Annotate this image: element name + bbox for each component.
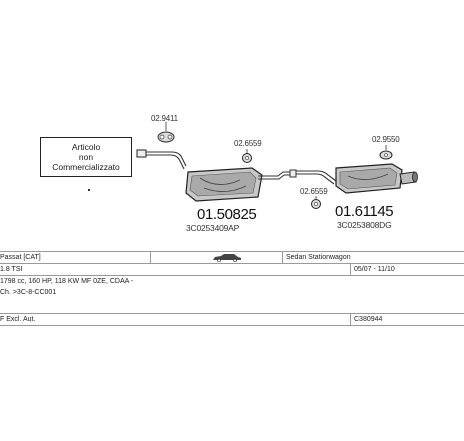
body-type-cell: Sedan Stationwagon (286, 254, 351, 261)
table-row-chassis: Ch. >3C-8-CC001 (0, 287, 464, 299)
hanger-mid-icon[interactable] (242, 149, 252, 163)
divider (282, 252, 283, 264)
hanger-front-label: 02.9411 (151, 114, 178, 123)
table-row-specs: 1798 cc, 160 HP, 118 KW MF 0ZE, CDAA - (0, 275, 464, 288)
exhaust-system-diagram (136, 122, 418, 209)
reference-cell: C380944 (354, 316, 383, 323)
hanger-mid-label: 02.6559 (234, 139, 262, 148)
notice-line-3: Commercializzato (52, 162, 120, 172)
vehicle-icon (212, 253, 242, 266)
table-bottom-rule (0, 325, 464, 326)
part1-code: 01.50825 (197, 206, 257, 223)
middle-muffler-icon[interactable] (185, 167, 297, 202)
date-range-cell: 05/07 - 11/10 (354, 266, 395, 273)
hanger-front-icon[interactable] (157, 122, 175, 143)
not-commercialized-notice: Articolo non Commercializzato (40, 137, 132, 177)
note-cell: F Excl. Aut. (0, 316, 36, 323)
notice-line-2: non (78, 152, 94, 162)
engine-cell: 1.8 TSI (0, 266, 23, 273)
front-pipe (136, 149, 187, 170)
rear-pipe (296, 170, 337, 185)
hanger-rear-label: 02.9550 (372, 135, 400, 144)
chassis-cell: Ch. >3C-8-CC001 (0, 289, 57, 296)
specs-cell: 1798 cc, 160 HP, 118 KW MF 0ZE, CDAA - (0, 278, 134, 285)
hanger-mid2-label: 02.6559 (300, 187, 328, 196)
hanger-mid2-icon[interactable] (311, 196, 321, 209)
table-row-model: Passat [CAT] Sedan Stationwagon (0, 251, 464, 264)
divider (150, 252, 151, 264)
table-row-note: F Excl. Aut. C380944 (0, 313, 464, 326)
part2-oe-number: 3C0253808DG (337, 220, 392, 230)
dot-marker (88, 189, 90, 191)
divider (350, 264, 351, 276)
rear-muffler-icon[interactable] (335, 163, 418, 194)
hanger-rear-icon[interactable] (379, 145, 393, 160)
table-row-engine: 1.8 TSI 05/07 - 11/10 (0, 263, 464, 276)
part2-code: 01.61145 (335, 203, 394, 220)
model-cell: Passat [CAT] (0, 254, 41, 261)
divider (350, 314, 351, 326)
part1-oe-number: 3C0253409AP (186, 223, 240, 233)
notice-line-1: Articolo (71, 142, 101, 152)
